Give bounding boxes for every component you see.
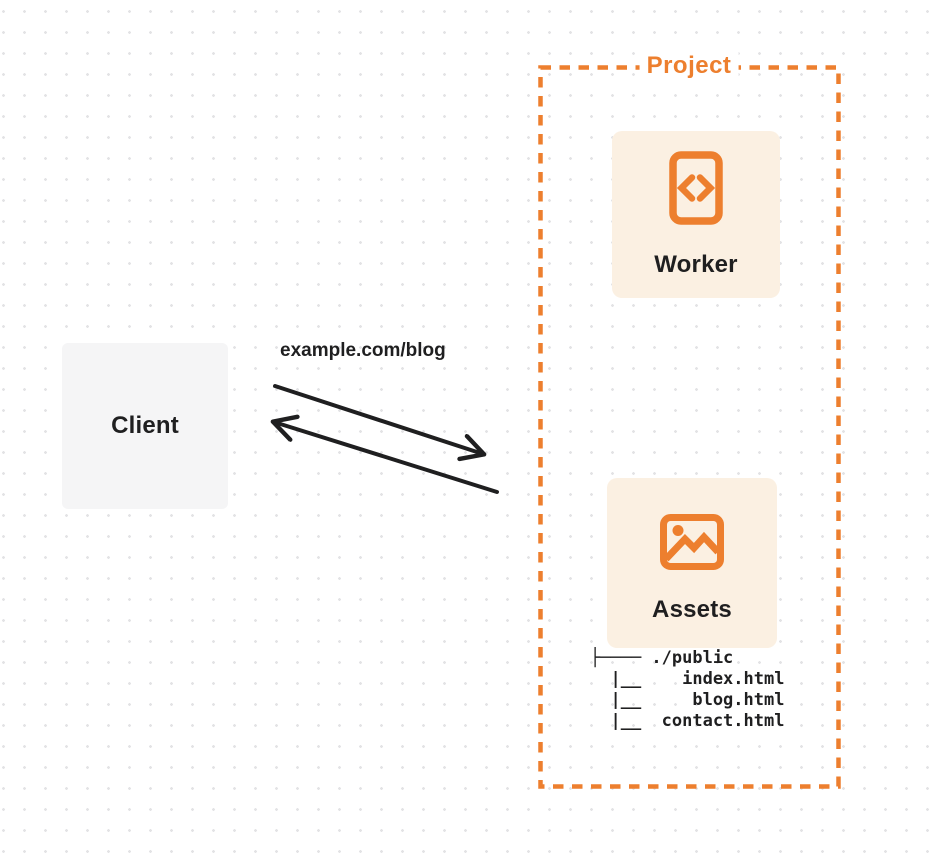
request-response-arrows [255,384,499,494]
request-arrow [273,384,483,454]
client-node: Client [62,343,228,509]
project-dashed-border [538,65,841,789]
worker-label: Worker [654,251,738,278]
worker-card: Worker [612,131,780,298]
project-boundary [538,65,841,789]
response-arrow [274,422,499,494]
image-icon [660,514,724,570]
code-file-icon [669,151,723,225]
project-label: Project [639,52,739,80]
assets-label: Assets [652,596,732,623]
assets-card: Assets [607,478,777,648]
client-label: Client [111,412,179,439]
request-url-label: example.com/blog [280,340,446,361]
file-tree: ├──── ./public |__ index.html |__ blog.h… [590,648,785,731]
